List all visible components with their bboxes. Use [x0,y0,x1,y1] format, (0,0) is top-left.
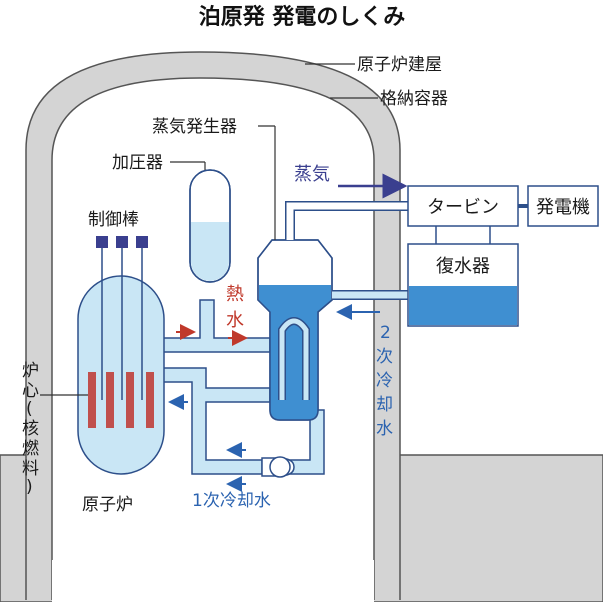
svg-text:2: 2 [380,323,391,343]
svg-text:核: 核 [22,419,39,439]
hot-water-label-2: 水 [226,310,244,331]
pressurizer-label: 加圧器 [112,153,163,173]
svg-text:料: 料 [22,459,39,479]
cold-leg-pipe [157,367,271,475]
svg-text:水: 水 [376,419,393,439]
svg-text:): ) [26,477,33,497]
control-rods-label: 制御棒 [88,210,139,230]
svg-text:冷: 冷 [376,371,393,391]
reactor-building-label: 原子炉建屋 [357,55,442,75]
rod-head-1 [96,236,108,248]
page-title: 泊原発 発電のしくみ [199,5,406,30]
primary-coolant-label: 1次冷却水 [192,491,271,511]
svg-text:却: 却 [376,395,393,415]
steam-line [285,201,408,240]
rod-head-2 [116,236,128,248]
rod-head-3 [136,236,148,248]
svg-text:(: ( [26,399,33,419]
reactor-label: 原子炉 [82,495,133,515]
pressurizer-water [191,222,229,281]
core-label: 炉 心 ( 核 燃 料 ) [22,361,39,497]
secondary-coolant-label: 2 次 冷 却 水 [376,323,393,439]
svg-text:炉: 炉 [22,361,39,381]
svg-text:燃: 燃 [22,439,39,459]
condenser-label: 復水器 [436,256,490,277]
hot-water-label-1: 熱 [226,284,244,305]
condenser-water [409,286,517,325]
generator-box [527,185,599,227]
control-rods [96,236,148,400]
svg-text:次: 次 [376,347,393,367]
primary-pump [261,456,295,478]
turbine-label: タービン [427,197,499,218]
svg-text:心: 心 [22,381,39,401]
containment-label: 格納容器 [380,89,448,109]
steam-generator [257,239,333,421]
generator-label: 発電機 [536,197,590,218]
steam-generator-label: 蒸気発生器 [152,117,237,137]
containment-floor [52,560,374,602]
fuel-core [88,372,154,428]
steam-label: 蒸気 [294,164,330,185]
